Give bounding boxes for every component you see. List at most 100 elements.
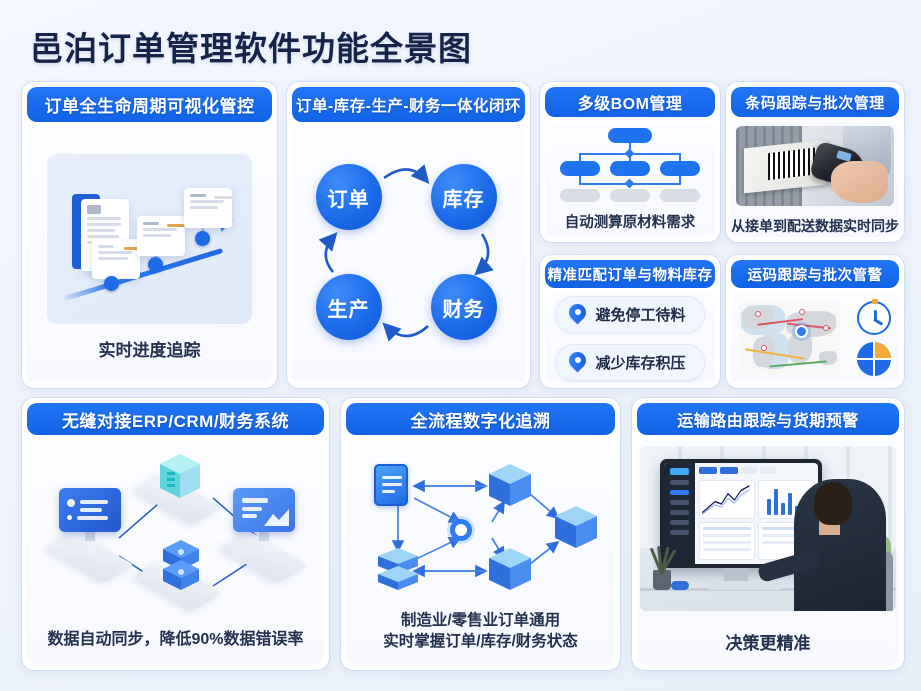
card-matching-header: 精准匹配订单与物料库存 bbox=[545, 260, 715, 288]
dashboard-main bbox=[695, 463, 818, 564]
monitor-stand-right bbox=[258, 530, 269, 541]
document-node-icon bbox=[373, 464, 408, 506]
card-lifecycle-body: 实时进度追踪 bbox=[27, 127, 272, 383]
bom-tree-diagram bbox=[555, 126, 705, 204]
dashboard-line-chart bbox=[699, 480, 755, 519]
map-pin-3 bbox=[823, 325, 829, 331]
card-traceability-caption-line1: 制造业/零售业订单通用 bbox=[400, 612, 561, 630]
analyst-dashboard-photo bbox=[640, 446, 896, 611]
card-closedloop[interactable]: 订单-库存-生产-财务一体化闭环 订单 库存 财务 生产 bbox=[287, 82, 530, 388]
card-integration-body: 数据自动同步，降低90%数据错误率 bbox=[27, 440, 324, 665]
timeline-dot-2 bbox=[148, 256, 163, 272]
monitor-right-icon bbox=[232, 488, 295, 532]
desk-plant bbox=[648, 543, 677, 590]
graph-cube-right bbox=[552, 504, 597, 548]
server-cube-icon bbox=[158, 452, 200, 500]
card-lifecycle-header: 订单全生命周期可视化管控 bbox=[27, 87, 272, 122]
card-barcode-header: 条码跟踪与批次管理 bbox=[731, 87, 899, 117]
dashboard-table-left bbox=[699, 521, 755, 561]
pie-chart-icon bbox=[857, 341, 891, 376]
bom-drop-2 bbox=[629, 152, 631, 162]
photo-hand bbox=[830, 161, 888, 203]
bom-drop-1 bbox=[579, 152, 581, 162]
tracking-icons bbox=[857, 298, 891, 376]
map-pin-4 bbox=[761, 345, 767, 351]
card-traceability-caption: 制造业/零售业订单通用 实时掌握订单/库存/财务状态 bbox=[383, 611, 578, 653]
page-title: 邑泊订单管理软件功能全景图 bbox=[30, 30, 472, 67]
bom-node-l2-1 bbox=[560, 160, 600, 176]
card-barcode[interactable]: 条码跟踪与批次管理 从接单到配送数据实时同步 bbox=[726, 82, 904, 242]
bom-node-l3-1 bbox=[560, 188, 600, 202]
bom-drop-3 bbox=[679, 152, 681, 162]
matching-pill-2[interactable]: 减少库存积压 bbox=[555, 343, 705, 381]
timeline-documents-illustration bbox=[47, 153, 252, 324]
matching-pill-2-label: 减少库存积压 bbox=[595, 354, 686, 372]
bom-junction-2 bbox=[624, 178, 635, 189]
card-routing[interactable]: 运输路由跟踪与货期预警 bbox=[632, 398, 904, 670]
document-card-1 bbox=[92, 238, 144, 279]
timeline-dot-3 bbox=[195, 230, 210, 246]
matching-pill-1[interactable]: 避免停工待料 bbox=[555, 295, 705, 333]
card-integration-header: 无缝对接ERP/CRM/财务系统 bbox=[27, 403, 324, 435]
bom-node-l2-2 bbox=[610, 160, 650, 176]
map-pin-2 bbox=[799, 309, 805, 315]
keyboard bbox=[709, 581, 781, 590]
card-bom-header: 多级BOM管理 bbox=[545, 87, 715, 117]
bom-node-l3-3 bbox=[660, 188, 700, 202]
card-matching-body: 避免停工待料 减少库存积压 bbox=[545, 293, 715, 383]
card-bom-body: 自动测算原材料需求 bbox=[545, 122, 715, 237]
card-barcode-caption: 从接单到配送数据实时同步 bbox=[731, 218, 899, 234]
document-card-2 bbox=[137, 215, 185, 256]
clock-icon bbox=[857, 298, 891, 335]
card-routing-header: 运输路由跟踪与货期预警 bbox=[637, 403, 899, 435]
bom-drop-4 bbox=[579, 175, 581, 184]
desk-surface bbox=[640, 588, 896, 592]
card-routing-body: 决策更精准 bbox=[637, 440, 899, 665]
bom-node-root bbox=[608, 127, 652, 143]
cycle-node-production: 生产 bbox=[315, 274, 382, 340]
card-barcode-body: 从接单到配送数据实时同步 bbox=[731, 122, 899, 237]
card-integration[interactable]: 无缝对接ERP/CRM/财务系统 bbox=[22, 398, 329, 670]
node-graph-diagram bbox=[352, 446, 610, 611]
card-traceability-header: 全流程数字化追溯 bbox=[346, 403, 615, 435]
location-pin-icon bbox=[569, 304, 586, 324]
card-integration-caption: 数据自动同步，降低90%数据错误率 bbox=[47, 631, 304, 649]
bom-node-l3-2 bbox=[610, 188, 650, 202]
card-traceability-caption-line2: 实时掌握订单/库存/财务状态 bbox=[383, 633, 578, 651]
card-traceability-body: 制造业/零售业订单通用 实时掌握订单/库存/财务状态 bbox=[346, 440, 615, 665]
graph-edges bbox=[391, 479, 559, 578]
bom-node-l2-3 bbox=[660, 160, 700, 176]
timeline-dot-1 bbox=[104, 275, 119, 291]
card-tracking[interactable]: 运码跟踪与批次管警 bbox=[726, 255, 904, 388]
cycle-node-finance: 财务 bbox=[430, 274, 497, 340]
map-pin-1 bbox=[755, 311, 761, 317]
map-landmass-oceania bbox=[819, 351, 837, 365]
card-traceability[interactable]: 全流程数字化追溯 bbox=[341, 398, 620, 670]
barcode-scanner-photo bbox=[736, 126, 894, 206]
monitor-left-icon bbox=[58, 488, 121, 532]
graph-cube-top bbox=[486, 462, 531, 506]
card-closedloop-header: 订单-库存-生产-财务一体化闭环 bbox=[292, 87, 525, 122]
graph-cube-bottom bbox=[486, 546, 531, 590]
card-bom[interactable]: 多级BOM管理 自动测算原材料需求 bbox=[540, 82, 720, 242]
card-matching[interactable]: 精准匹配订单与物料库存 避免停工待料 减少库存积压 bbox=[540, 255, 720, 388]
card-tracking-header: 运码跟踪与批次管警 bbox=[731, 260, 899, 288]
mouse bbox=[670, 581, 689, 590]
card-bom-caption: 自动测算原材料需求 bbox=[564, 214, 696, 231]
bom-link-root bbox=[629, 142, 631, 152]
bom-drop-5 bbox=[679, 175, 681, 184]
person-head bbox=[814, 482, 853, 526]
card-lifecycle[interactable]: 订单全生命周期可视化管控 bbox=[22, 82, 277, 388]
map-center-marker bbox=[795, 325, 808, 338]
cycle-node-inventory: 库存 bbox=[430, 164, 497, 230]
card-closedloop-body: 订单 库存 财务 生产 bbox=[292, 127, 525, 383]
cycle-node-order: 订单 bbox=[315, 164, 382, 230]
monitor-stand bbox=[724, 568, 748, 585]
document-card-3 bbox=[184, 187, 232, 228]
database-cube-icon bbox=[160, 540, 200, 590]
monitor-stand-left bbox=[84, 530, 95, 541]
matching-pill-1-label: 避免停工待料 bbox=[595, 306, 686, 324]
world-map-routes bbox=[739, 301, 841, 375]
card-routing-caption: 决策更精准 bbox=[725, 634, 811, 653]
